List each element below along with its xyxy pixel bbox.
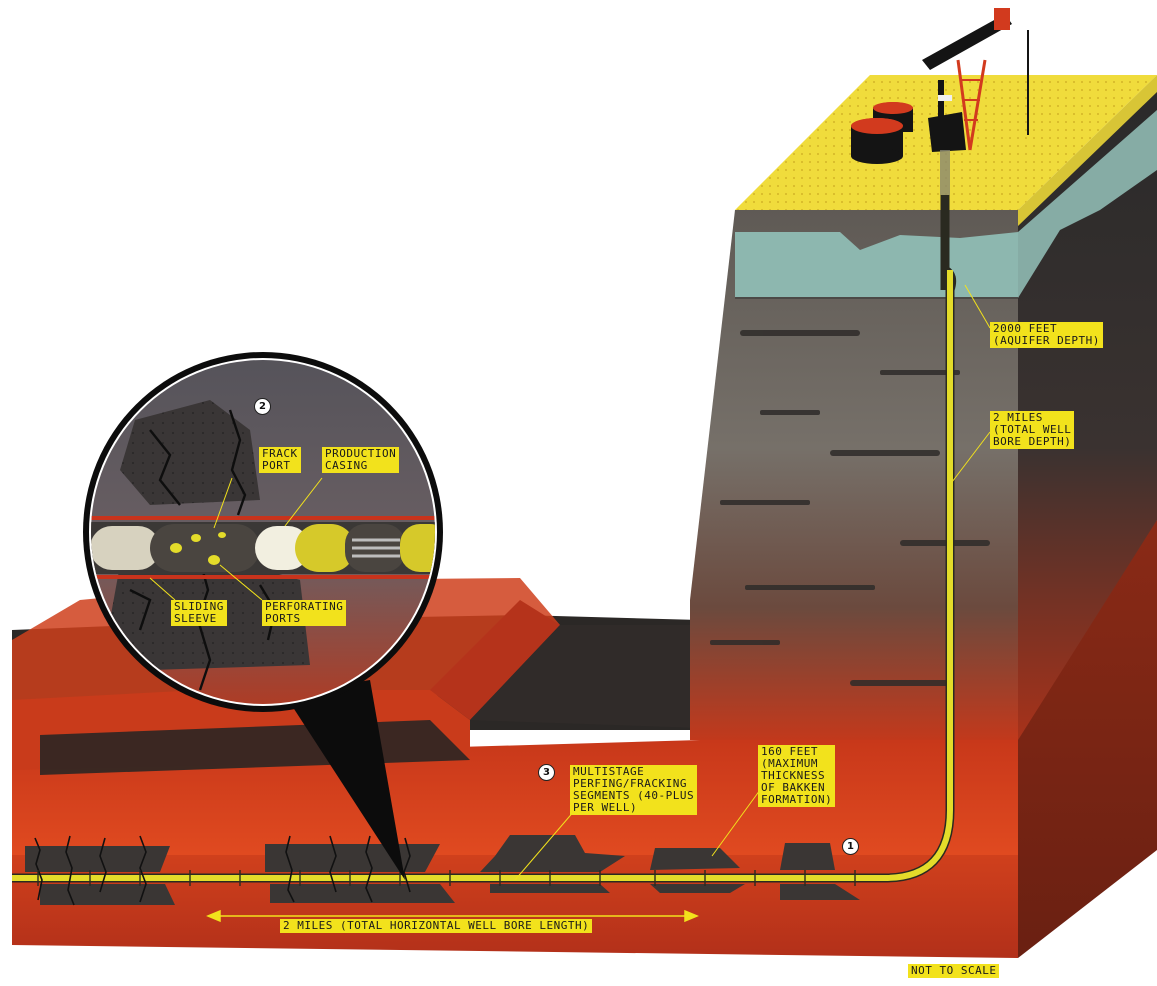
label-production-casing: PRODUCTION CASING: [322, 447, 399, 473]
label-total-depth: 2 MILES (TOTAL WELL BORE DEPTH): [990, 411, 1074, 449]
label-bakken-thickness: 160 FEET (MAXIMUM THICKNESS OF BAKKEN FO…: [758, 745, 835, 807]
label-line: PER WELL): [573, 802, 694, 814]
label-line: 2 MILES (TOTAL HORIZONTAL WELL BORE LENG…: [283, 920, 589, 932]
label-line: NOT TO SCALE: [911, 965, 996, 977]
marker-three: 3: [538, 764, 555, 781]
label-multistage: MULTISTAGE PERFING/FRACKING SEGMENTS (40…: [570, 765, 697, 815]
label-frack-port: FRACK PORT: [259, 447, 301, 473]
label-line: CASING: [325, 460, 396, 472]
marker-two: 2: [254, 398, 271, 415]
label-aquifer-depth: 2000 FEET (AQUIFER DEPTH): [990, 322, 1103, 348]
label-line: FORMATION): [761, 794, 832, 806]
marker-one: 1: [842, 838, 859, 855]
label-sliding-sleeve: SLIDING SLEEVE: [171, 600, 227, 626]
label-not-to-scale: NOT TO SCALE: [908, 964, 999, 978]
label-horizontal-length: 2 MILES (TOTAL HORIZONTAL WELL BORE LENG…: [280, 919, 592, 933]
label-line: PORTS: [265, 613, 343, 625]
label-line: PORT: [262, 460, 298, 472]
label-line: SLEEVE: [174, 613, 224, 625]
label-perforating-ports: PERFORATING PORTS: [262, 600, 346, 626]
label-line: BORE DEPTH): [993, 436, 1071, 448]
label-line: (AQUIFER DEPTH): [993, 335, 1100, 347]
